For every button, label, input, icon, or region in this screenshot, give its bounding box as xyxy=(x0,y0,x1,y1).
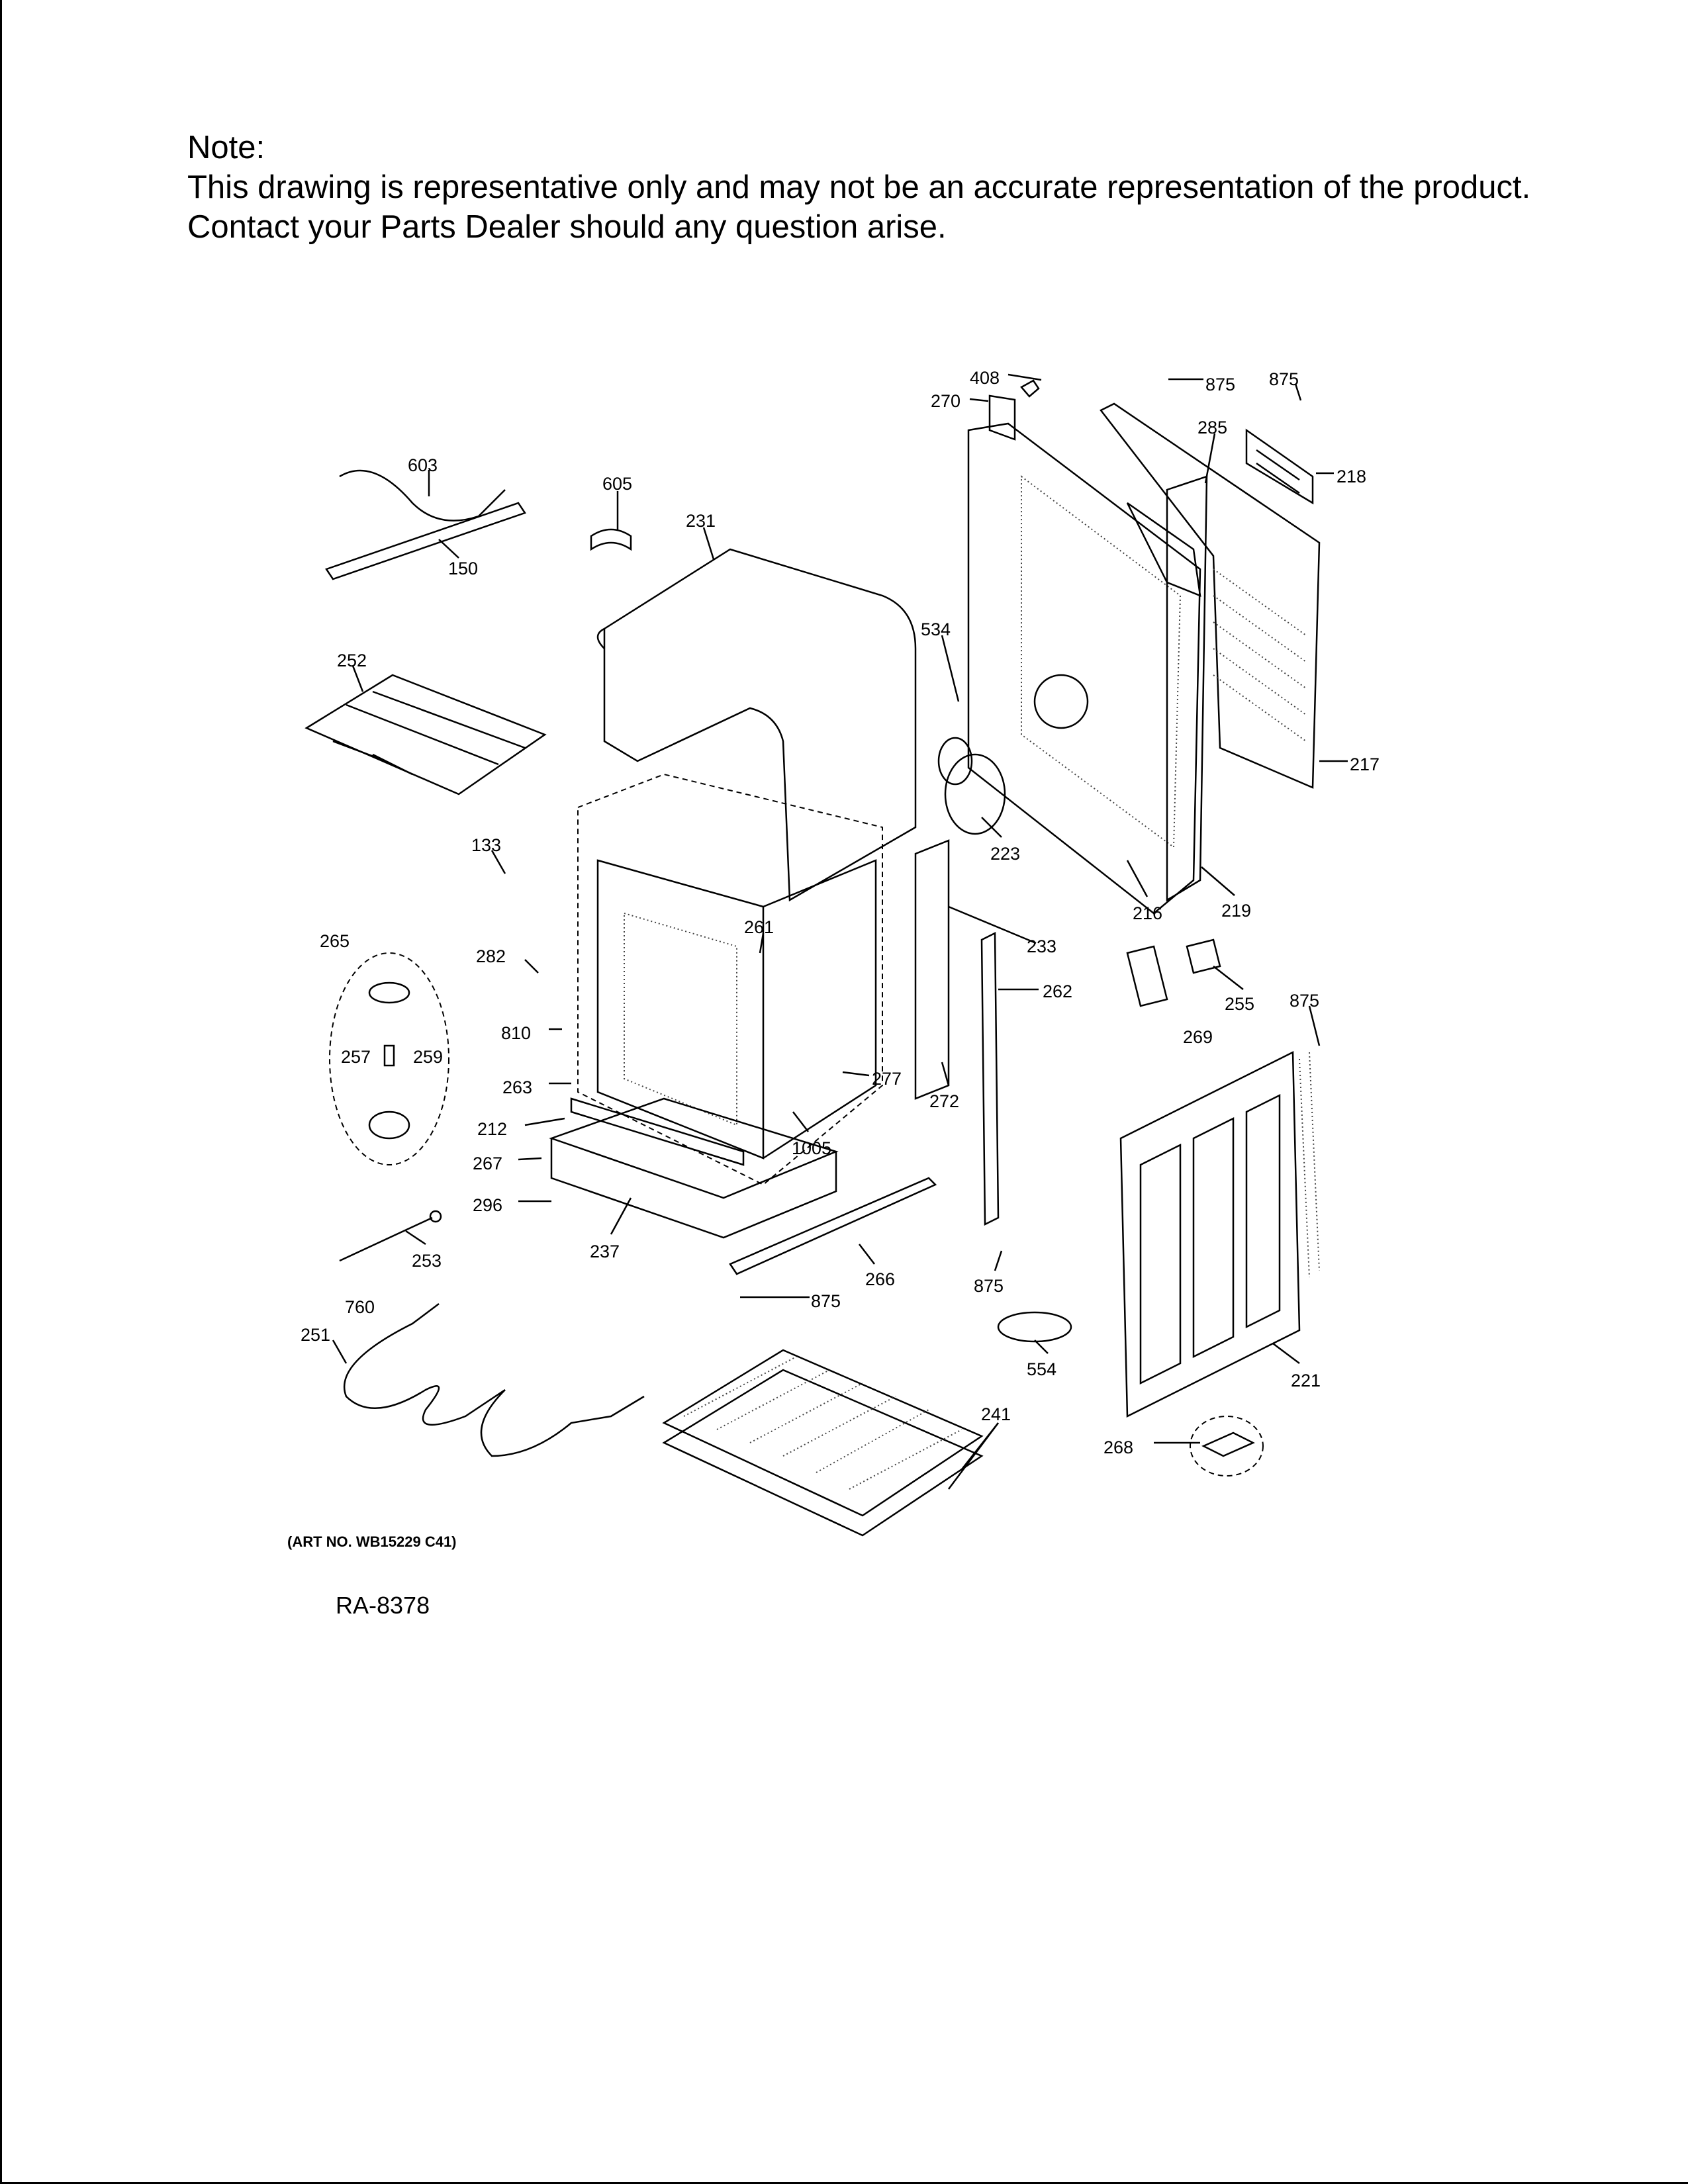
callout-257: 257 xyxy=(341,1047,371,1067)
callout-233: 233 xyxy=(1027,936,1056,956)
callout-296: 296 xyxy=(473,1195,502,1215)
callout-603: 603 xyxy=(408,455,438,475)
detail-circle-265 xyxy=(329,952,449,1165)
bottom-pan-237 xyxy=(549,1097,839,1239)
harness-605 xyxy=(590,528,632,551)
rear-panel-216 xyxy=(967,422,1201,915)
callout-labels: 408 270 875 875 285 218 603 605 231 150 … xyxy=(301,368,1380,1457)
callout-217: 217 xyxy=(1350,754,1380,774)
callout-218: 218 xyxy=(1336,467,1366,486)
diagram-id: RA-8378 xyxy=(336,1592,430,1619)
callout-252: 252 xyxy=(337,651,367,670)
rail-266 xyxy=(729,1177,937,1275)
side-panel-221 xyxy=(1119,1051,1320,1418)
callout-534: 534 xyxy=(921,619,951,639)
callout-255: 255 xyxy=(1225,994,1254,1014)
callout-875: 875 xyxy=(974,1276,1004,1296)
callout-223: 223 xyxy=(990,844,1020,864)
callout-237: 237 xyxy=(590,1242,620,1261)
callout-875: 875 xyxy=(811,1291,841,1311)
callout-212: 212 xyxy=(477,1119,507,1139)
bracket-269-255 xyxy=(1126,938,1221,1007)
callout-285: 285 xyxy=(1197,418,1227,437)
callout-554: 554 xyxy=(1027,1359,1056,1379)
callout-263: 263 xyxy=(502,1077,532,1097)
callout-216: 216 xyxy=(1133,903,1162,923)
callout-133: 133 xyxy=(471,835,501,855)
oven-racks-241 xyxy=(662,1349,984,1537)
art-number: (ART NO. WB15229 C41) xyxy=(287,1533,457,1550)
broil-element-150 xyxy=(325,469,526,580)
callout-1005: 1005 xyxy=(792,1138,831,1158)
callout-875: 875 xyxy=(1289,991,1319,1011)
rack-252 xyxy=(305,674,547,796)
callout-266: 266 xyxy=(865,1269,895,1289)
callout-277: 277 xyxy=(872,1069,902,1089)
callout-282: 282 xyxy=(476,946,506,966)
power-cord-554 xyxy=(997,1311,1072,1343)
callout-261: 261 xyxy=(744,917,774,937)
note-heading: Note: xyxy=(187,130,265,165)
note-line-2: Contact your Parts Dealer should any que… xyxy=(187,209,947,245)
vent-cover-217 xyxy=(1100,402,1321,789)
bake-element-251 xyxy=(343,1303,645,1457)
vent-plate-218 xyxy=(1245,428,1314,505)
callout-270: 270 xyxy=(931,391,961,411)
oven-cavity xyxy=(577,773,950,1186)
callout-221: 221 xyxy=(1291,1371,1321,1390)
callout-268: 268 xyxy=(1103,1437,1133,1457)
callout-231: 231 xyxy=(686,511,716,531)
wrapper-231 xyxy=(596,548,917,902)
callout-269: 269 xyxy=(1183,1027,1213,1047)
duct-219 xyxy=(1166,475,1208,902)
callout-265: 265 xyxy=(320,931,350,951)
callout-262: 262 xyxy=(1043,981,1072,1001)
callout-272: 272 xyxy=(929,1091,959,1111)
convection-fan-223-534 xyxy=(937,737,1006,835)
callout-259: 259 xyxy=(413,1047,443,1067)
callout-267: 267 xyxy=(473,1154,502,1173)
sensor-253 xyxy=(339,1210,442,1262)
callout-760: 760 xyxy=(345,1297,375,1317)
side-trim-262 xyxy=(980,931,1000,1226)
callout-251: 251 xyxy=(301,1325,330,1345)
callout-605: 605 xyxy=(602,474,632,494)
callout-408: 408 xyxy=(970,368,1000,388)
bracket-270 xyxy=(988,379,1040,441)
detail-circle-268 xyxy=(1190,1416,1264,1477)
callout-219: 219 xyxy=(1221,901,1251,921)
leader-lines xyxy=(332,373,1348,1490)
note-line-1: This drawing is representative only and … xyxy=(187,169,1531,205)
callout-253: 253 xyxy=(412,1251,442,1271)
callout-875: 875 xyxy=(1205,375,1235,394)
callout-810: 810 xyxy=(501,1023,531,1043)
callout-241: 241 xyxy=(981,1404,1011,1424)
callout-875: 875 xyxy=(1269,369,1299,389)
callout-150: 150 xyxy=(448,559,478,578)
